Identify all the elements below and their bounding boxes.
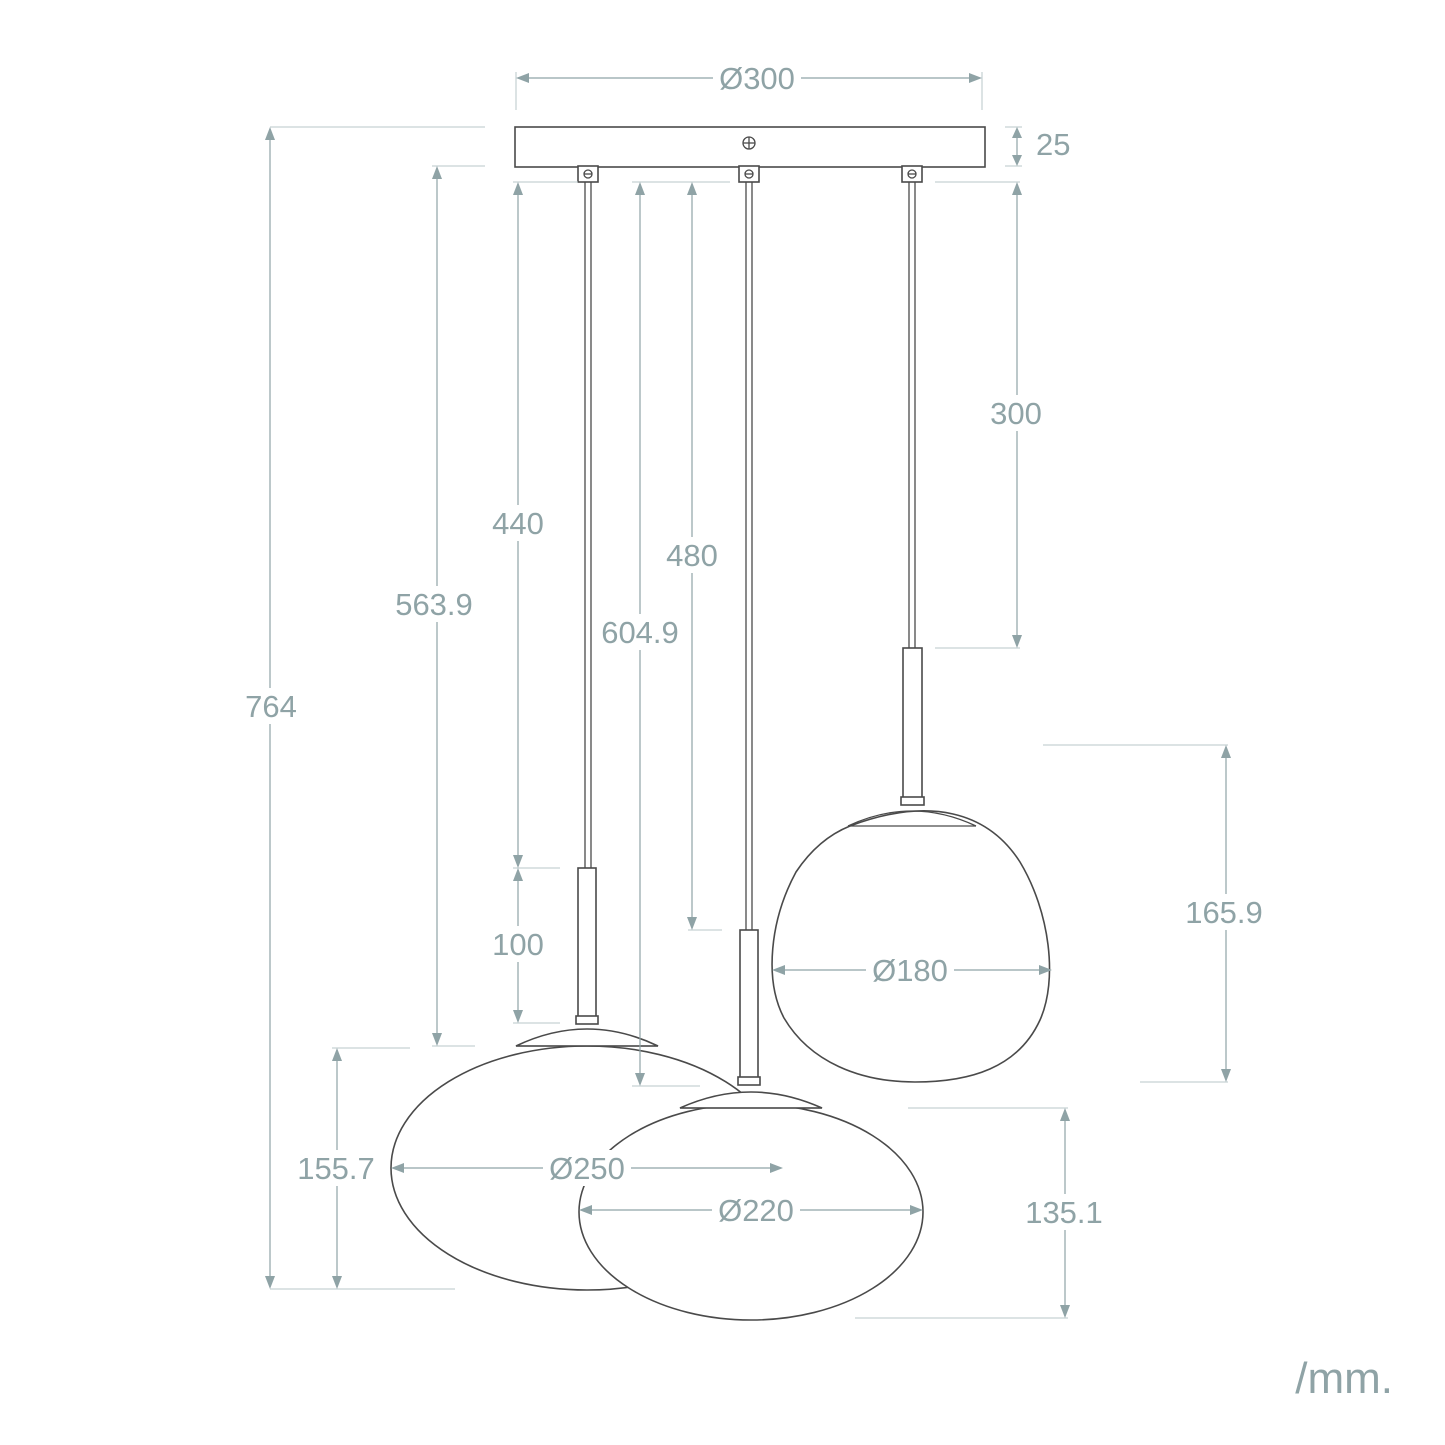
dimension-labels: Ø300 25 764 563.9 440 100 155.7 604.9 48… — [245, 61, 1263, 1230]
right-stem — [902, 647, 923, 804]
left-cable-label: 440 — [492, 506, 544, 541]
extension-lines — [270, 72, 1228, 1319]
middle-stem-collar — [737, 1076, 761, 1086]
left-shade-cap — [515, 1028, 659, 1047]
left-drop-total-label: 563.9 — [395, 587, 473, 622]
right-shade-cap — [847, 810, 977, 827]
middle-cable — [745, 182, 753, 930]
right-cable — [908, 182, 916, 648]
left-shade-height-label: 155.7 — [297, 1151, 375, 1186]
left-stem-collar — [575, 1015, 599, 1025]
middle-drop-total-label: 604.9 — [601, 615, 679, 650]
middle-shade-height-label: 135.1 — [1025, 1195, 1103, 1230]
canopy-height-label: 25 — [1036, 127, 1070, 162]
canopy-diameter-label: Ø300 — [719, 61, 795, 96]
right-pebble-shade — [771, 810, 1051, 1083]
label-backgrounds — [240, 60, 1268, 1230]
left-stem-label: 100 — [492, 927, 544, 962]
lamp-body — [390, 126, 1051, 1321]
right-cable-label: 300 — [990, 396, 1042, 431]
right-cable-clamp — [901, 165, 923, 183]
ceiling-canopy — [514, 126, 986, 168]
middle-shade-diameter-label: Ø220 — [718, 1193, 794, 1228]
left-shade-diameter-label: Ø250 — [549, 1151, 625, 1186]
right-stem-collar — [900, 796, 925, 806]
middle-cable-label: 480 — [666, 538, 718, 573]
left-cable — [584, 182, 592, 868]
left-stem — [577, 867, 597, 1024]
middle-shade-cap — [679, 1091, 823, 1109]
middle-cable-clamp — [738, 165, 760, 183]
middle-stem — [739, 929, 759, 1084]
canopy-screw-icon — [742, 136, 756, 150]
left-cable-clamp — [577, 165, 599, 183]
overall-height-label: 764 — [245, 689, 297, 724]
right-shade-diameter-label: Ø180 — [872, 953, 948, 988]
right-shade-height-label: 165.9 — [1185, 895, 1263, 930]
unit-label: /mm. — [1295, 1354, 1393, 1403]
